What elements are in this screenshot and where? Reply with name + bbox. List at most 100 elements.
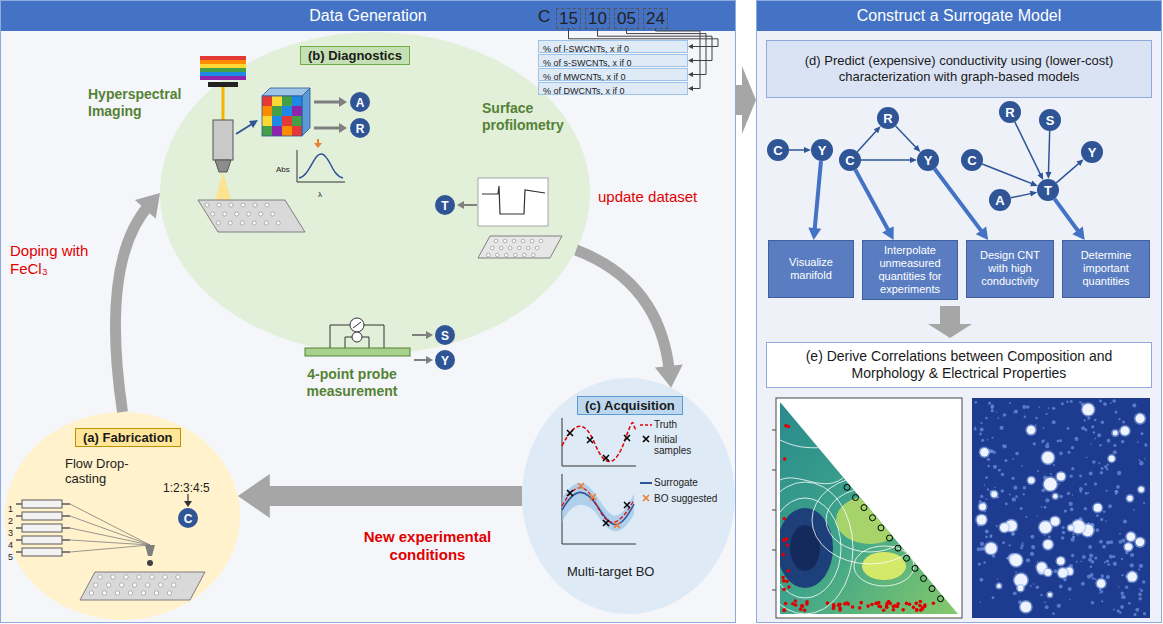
well-dot: [235, 212, 239, 216]
texture-dot: [1072, 494, 1073, 495]
label-wrap: Doping with FeCl₃: [10, 242, 98, 278]
particle-halo: [1009, 553, 1024, 568]
text-wrap: % of s-SWCNTs, x if 0: [543, 52, 632, 70]
texture-dot: [980, 547, 984, 551]
annotation-label: 1:2:3:4:5: [163, 481, 210, 495]
text-wrap: S: [1046, 111, 1055, 129]
texture-dot: [1062, 531, 1065, 534]
texture-dot: [1090, 565, 1093, 568]
texture-dot: [980, 542, 984, 546]
texture-dot: [1012, 458, 1014, 460]
texture-dot: [992, 596, 995, 599]
data-point: [785, 543, 789, 547]
texture-dot: [1059, 495, 1063, 499]
well-dot: [120, 583, 124, 587]
texture-dot: [1143, 502, 1145, 504]
well-dot: [271, 212, 275, 216]
texture-dot: [1059, 439, 1062, 442]
texture-dot: [1088, 492, 1090, 494]
data-point: [781, 576, 785, 580]
data-point: [826, 601, 830, 605]
cycle-arrow: [115, 205, 149, 412]
arrow-head: [913, 145, 920, 152]
arrow-head: [688, 44, 693, 49]
badge-fill: [917, 149, 939, 171]
texture-dot: [1062, 526, 1065, 529]
quantity-badge: Y: [1081, 141, 1103, 163]
texture-dot: [988, 401, 991, 404]
legend-line: [640, 482, 652, 484]
texture-dot: [1113, 609, 1115, 611]
texture-dot: [1105, 520, 1107, 522]
particle-halo: [998, 522, 1010, 534]
texture-dot: [1091, 601, 1095, 605]
quantity-badge: Y: [811, 139, 833, 161]
text-wrap: Y: [1088, 143, 1097, 161]
suggested-point: [887, 535, 893, 541]
texture-dot: [980, 428, 984, 432]
texture-dot: [981, 439, 984, 442]
particle-halo: [1046, 591, 1053, 598]
texture-dot: [1113, 450, 1117, 454]
texture-dot: [1020, 507, 1023, 510]
well-dot: [240, 221, 244, 225]
badge-fill: [767, 139, 789, 161]
particle: [979, 503, 986, 510]
particle: [1053, 494, 1057, 498]
text-wrap: % of DWCNTs, x if 0: [543, 80, 625, 98]
particle: [985, 543, 996, 554]
annotation-label: λ: [318, 190, 322, 199]
panel-arrow: [736, 66, 756, 134]
texture-dot: [1106, 575, 1110, 579]
text-wrap: T: [1044, 181, 1052, 199]
particle-halo: [1125, 531, 1136, 542]
texture-dot: [1005, 503, 1008, 506]
particle: [1113, 431, 1118, 436]
well-dot: [521, 239, 525, 243]
particle: [1094, 504, 1102, 512]
texture-dot: [1088, 545, 1092, 549]
text-wrap: Design CNT with high conductivity: [971, 249, 1049, 289]
texture-dot: [1059, 452, 1063, 456]
well-dot: [499, 246, 503, 250]
texture-dot: [1030, 535, 1034, 539]
texture-dot: [1011, 533, 1014, 536]
quantity-letter: C: [184, 513, 193, 525]
well-dot: [154, 591, 158, 595]
texture-dot: [1139, 564, 1143, 568]
text-wrap: C: [845, 151, 854, 169]
header-bar: Construct a Surrogate Model: [757, 1, 1161, 31]
texture-dot: [1081, 426, 1085, 430]
texture-dot: [974, 401, 977, 404]
texture-dot: [1121, 558, 1123, 560]
connector-line: [627, 29, 707, 75]
particle: [1042, 452, 1054, 464]
texture-dot: [985, 530, 989, 534]
texture-dot: [1061, 536, 1065, 540]
texture-dot: [1107, 464, 1109, 466]
quantity-letter: S: [441, 330, 449, 342]
well-dot: [259, 212, 263, 216]
texture-dot: [1001, 473, 1004, 476]
texture-dot: [1071, 446, 1074, 449]
well-dot: [137, 575, 141, 579]
well-dot: [223, 212, 227, 216]
arrow-head: [1030, 191, 1037, 197]
data-point: [915, 602, 919, 606]
connector-line: [1015, 122, 1041, 175]
texture-dot: [1030, 585, 1032, 587]
texture-dot: [1113, 444, 1116, 447]
well-dot: [539, 239, 543, 243]
data-point: [800, 604, 804, 608]
particle-halo: [1025, 424, 1037, 436]
texture-dot: [985, 476, 988, 479]
box-text: % of l-SWCNTs, x if 0: [543, 44, 629, 54]
panel-title: Data Generation: [309, 7, 426, 25]
suggested-point: [870, 515, 876, 521]
well-dot: [503, 239, 507, 243]
texture-dot: [1102, 545, 1106, 549]
data-point: [799, 607, 803, 611]
particle: [1139, 487, 1144, 492]
texture-dot: [1133, 613, 1136, 616]
texture-dot: [1044, 506, 1047, 509]
